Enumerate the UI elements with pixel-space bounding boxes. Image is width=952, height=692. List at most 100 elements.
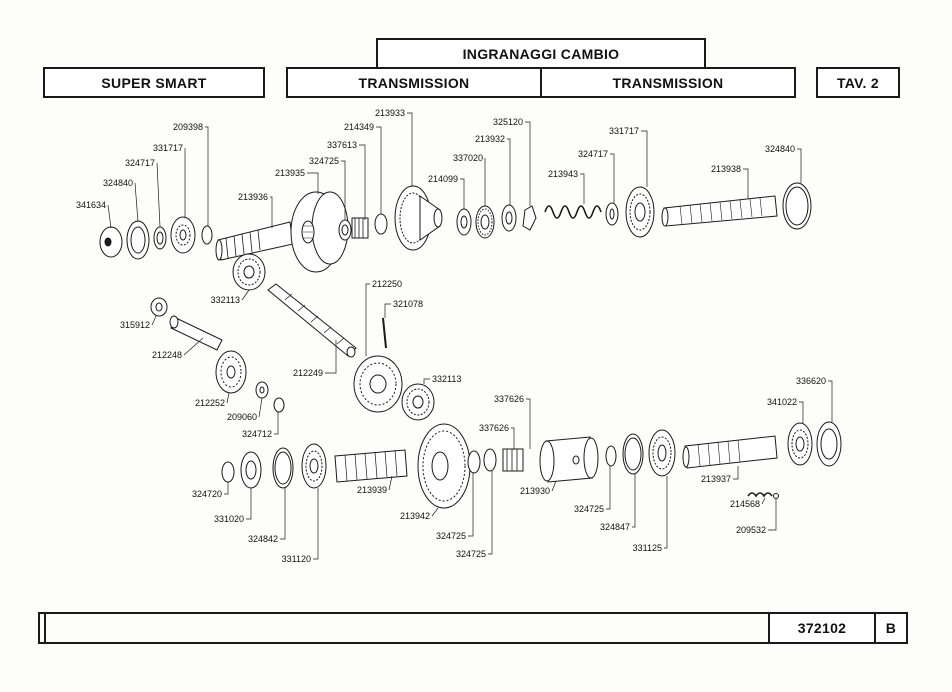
part-number-label: 331125 (633, 543, 662, 553)
leader-line (205, 126, 209, 226)
part-number-label: 213939 (357, 485, 387, 495)
part-number-label: 324717 (125, 158, 155, 168)
part-number-label: 331020 (214, 514, 244, 524)
leader-line (511, 427, 515, 449)
section-right-text: TRANSMISSION (612, 74, 724, 91)
part-number-label: 341634 (76, 200, 106, 210)
part-number-label: 213935 (275, 168, 305, 178)
leader-line (365, 283, 370, 356)
part-number-label: 315912 (120, 320, 150, 330)
leader-line (525, 121, 531, 206)
part-number-label: 324717 (578, 149, 608, 159)
part-number-label: 214349 (344, 122, 374, 132)
part-number-label: 213930 (520, 486, 550, 496)
part-number-label: 325120 (493, 117, 523, 127)
footer-left-tick (38, 612, 46, 644)
leader-line (460, 178, 465, 209)
leader-line (431, 507, 439, 517)
footer-revision-text: B (885, 620, 897, 636)
part-number-label: 337613 (327, 140, 357, 150)
part-number-label: 331120 (282, 554, 311, 564)
part-number-label: 324712 (242, 429, 272, 439)
part-number-label: 324840 (765, 144, 795, 154)
leader-line (241, 289, 250, 301)
leader-line (797, 148, 802, 183)
model-box: SUPER SMART (43, 67, 265, 98)
part-number-label: 324720 (192, 489, 222, 499)
leader-line (799, 401, 804, 423)
footer-revision-box: B (874, 612, 908, 644)
leader-line (551, 480, 557, 492)
leader-line (733, 466, 739, 480)
leader-line (768, 499, 777, 531)
leader-line (580, 173, 585, 204)
part-number-label: 324847 (600, 522, 630, 532)
part-number-label: 213943 (548, 169, 578, 179)
top-shaft-group (99, 182, 812, 273)
leader-line (224, 482, 229, 495)
title-text: INGRANAGGI CAMBIO (462, 46, 620, 62)
part-number-label: 337020 (453, 153, 483, 163)
part-number-label: 324842 (248, 534, 278, 544)
leader-line (423, 378, 430, 384)
section-left-text: TRANSMISSION (358, 74, 470, 91)
part-number-label: 213942 (400, 511, 430, 521)
plate-text: TAV. 2 (836, 74, 879, 91)
part-number-label: 337626 (494, 394, 524, 404)
leader-line (664, 476, 668, 549)
leader-line (183, 337, 204, 356)
part-number-label: 324725 (456, 549, 486, 559)
part-number-label: 331717 (153, 143, 183, 153)
part-number-label: 324725 (436, 531, 466, 541)
leader-line (359, 144, 366, 220)
leader-line (610, 153, 615, 203)
bottom-shaft-group (221, 421, 842, 509)
part-number-label: 213932 (475, 134, 505, 144)
part-number-label: 341022 (767, 397, 797, 407)
leader-line (313, 488, 319, 560)
leader-line (246, 488, 252, 520)
part-number-label: 331717 (609, 126, 639, 136)
leader-line (280, 488, 286, 540)
leader-line (258, 397, 263, 418)
leader-line (468, 473, 474, 537)
part-number-label: 337626 (479, 423, 509, 433)
leader-line (156, 162, 161, 228)
part-number-label: 332113 (432, 374, 461, 384)
leader-line (151, 315, 157, 326)
part-number-label: 321078 (393, 299, 423, 309)
part-number-label: 213937 (701, 474, 731, 484)
part-number-label: 209398 (173, 122, 203, 132)
part-labels: 341634 324840 324717 331717 209398 213936 2139… (76, 108, 826, 564)
part-number-label: 212249 (293, 368, 323, 378)
leader-line (526, 398, 531, 449)
part-number-label: 209532 (736, 525, 766, 535)
leader-line (606, 466, 611, 510)
leader-line (632, 474, 636, 528)
leader-line (274, 412, 279, 435)
leader-line (488, 471, 493, 555)
footer-code-text: 372102 (797, 620, 847, 636)
part-number-label: 332113 (211, 295, 240, 305)
part-number-label: 214568 (730, 499, 760, 509)
title-box: INGRANAGGI CAMBIO (376, 38, 706, 70)
leader-line (388, 475, 393, 491)
section-right-box: TRANSMISSION (540, 67, 796, 98)
part-number-label: 336620 (796, 376, 826, 386)
part-number-label: 324840 (103, 178, 133, 188)
part-number-label: 213936 (238, 192, 268, 202)
part-number-label: 324725 (574, 504, 604, 514)
leader-line (325, 340, 337, 374)
model-text: SUPER SMART (101, 74, 207, 91)
leader-line (107, 204, 112, 229)
leader-line (743, 168, 749, 199)
middle-group (150, 253, 435, 421)
part-number-label: 212248 (152, 350, 182, 360)
leader-line (507, 138, 511, 205)
part-number-label: 213933 (375, 108, 405, 118)
footer-code-box: 372102 (768, 612, 876, 644)
leader-line (134, 182, 139, 223)
leader-line (384, 303, 391, 318)
